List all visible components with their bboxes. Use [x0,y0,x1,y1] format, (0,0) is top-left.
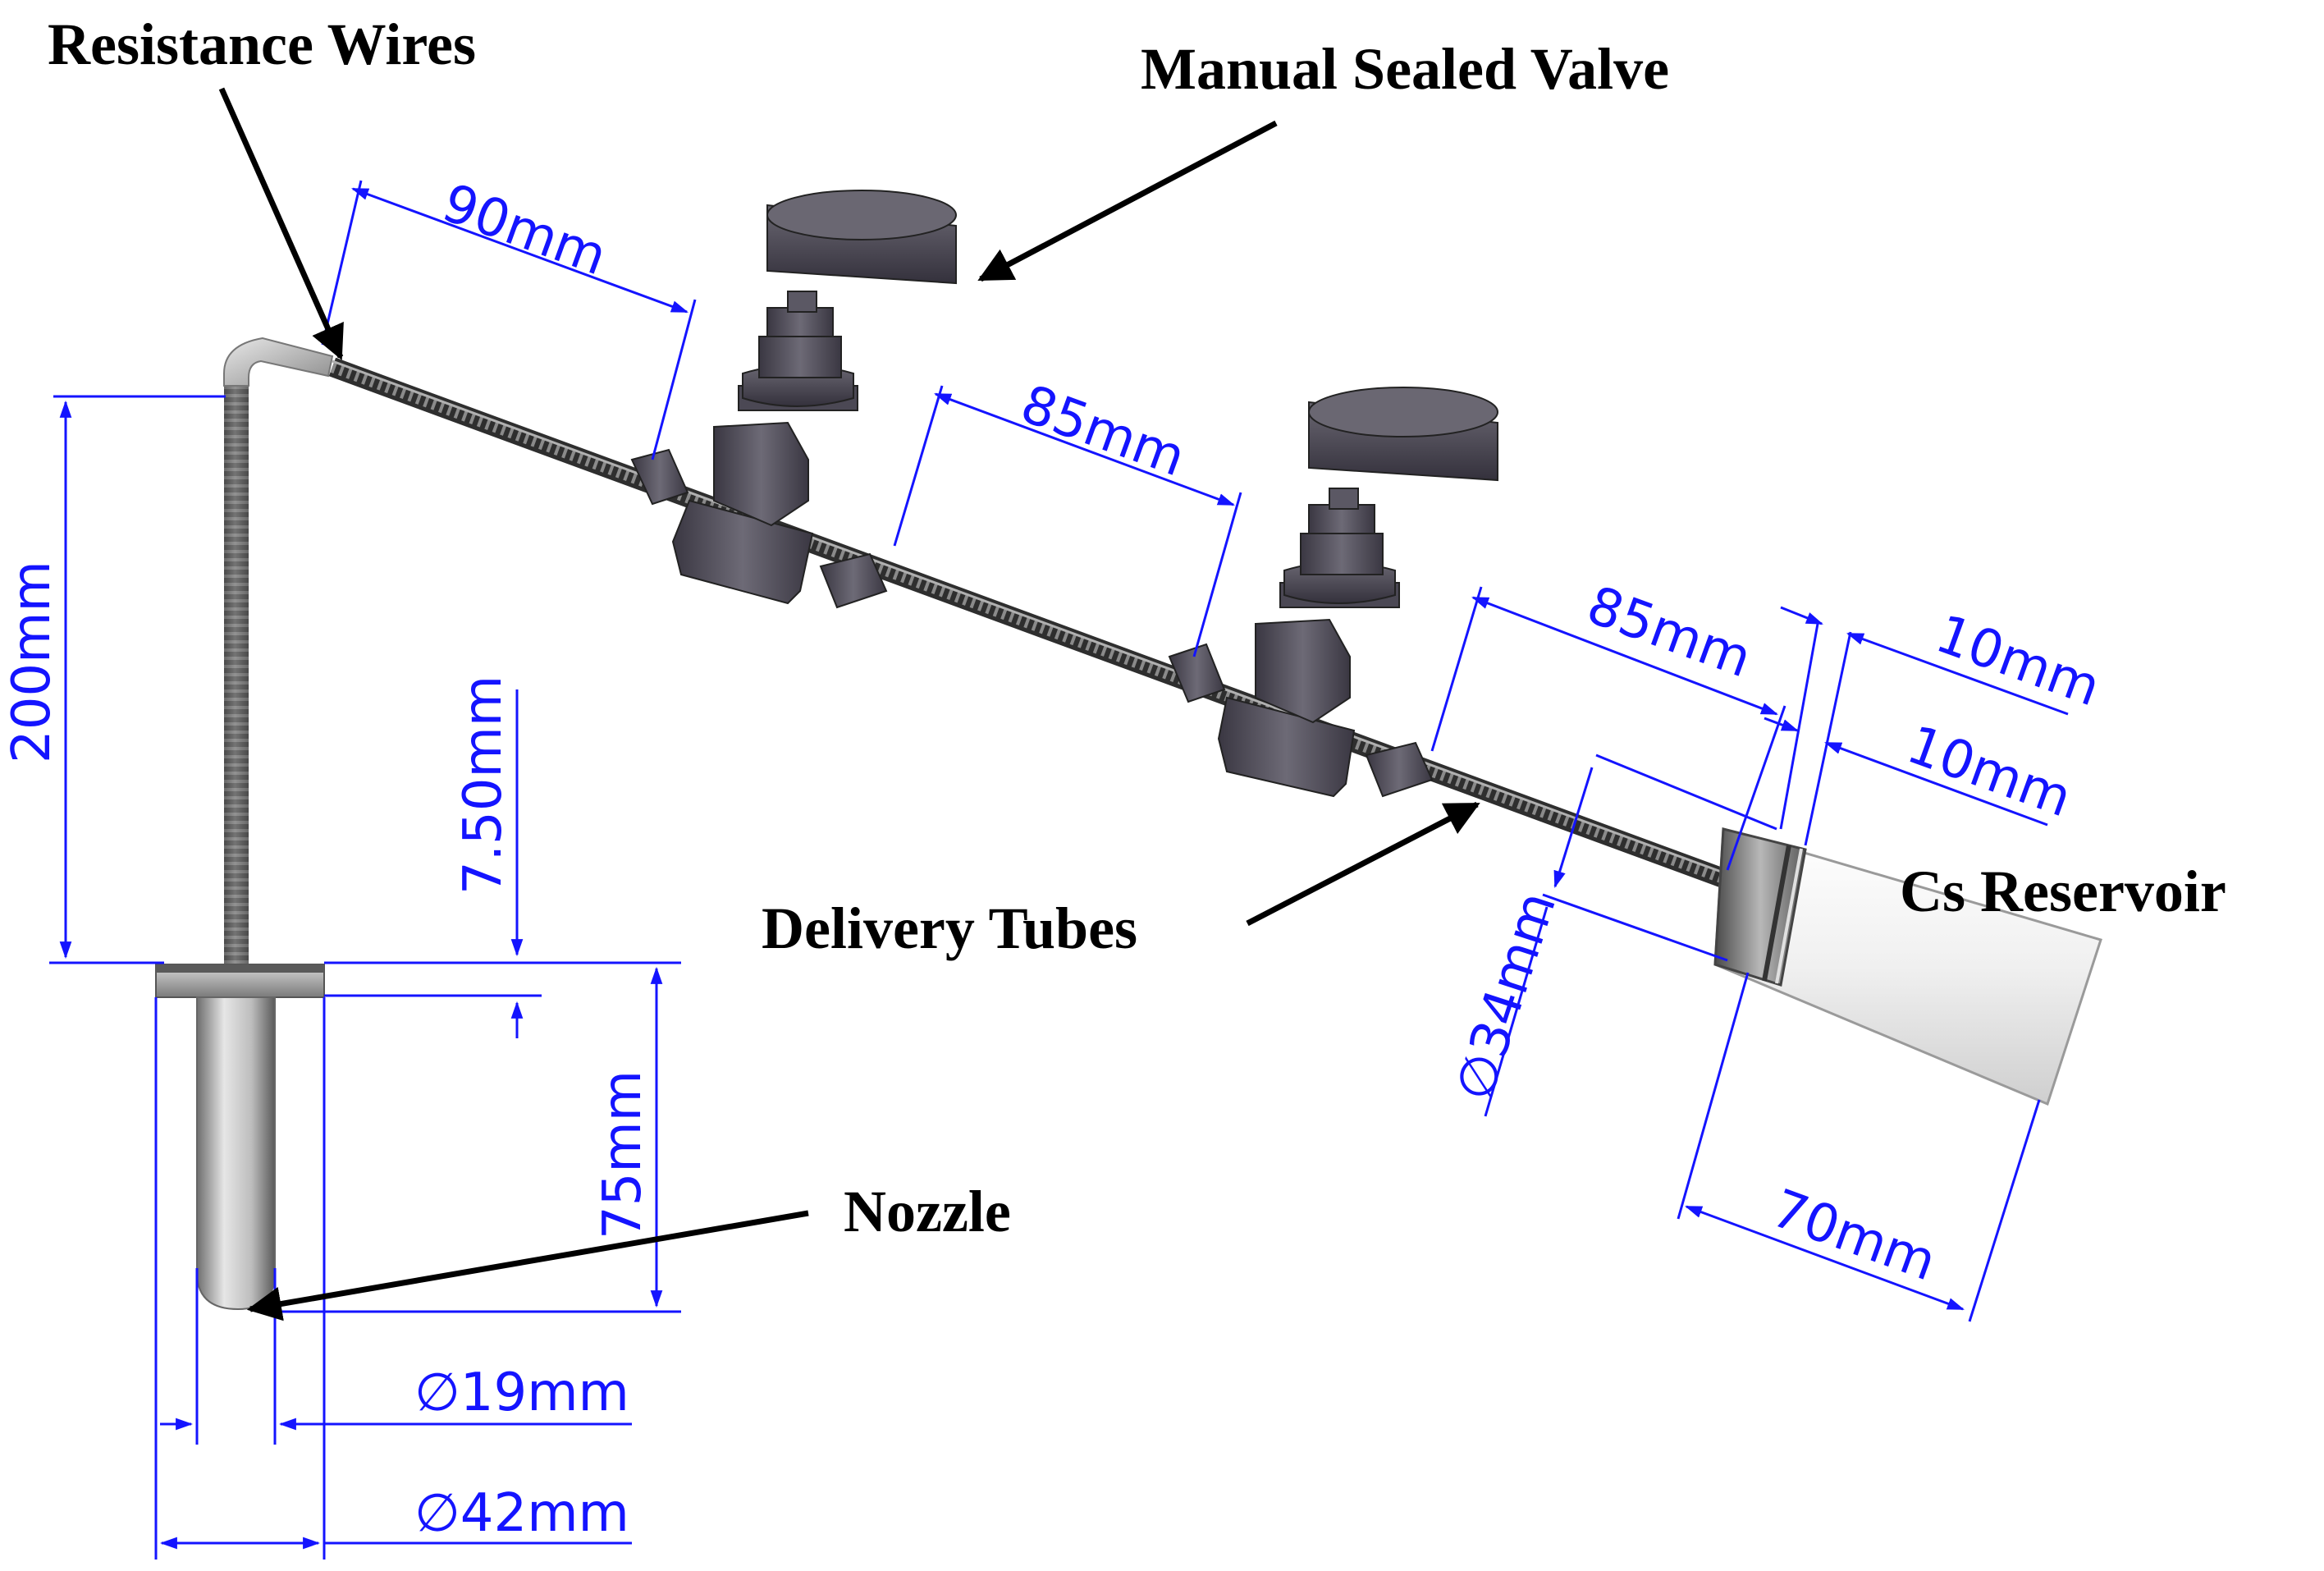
delivery-tube-diagonal [328,357,1727,888]
delivery-tubes-leader [1246,801,1480,927]
nozzle-label: Nozzle [844,1179,1011,1244]
dimension-value-42mm: 42mm [460,1483,629,1544]
dimension-label-75mm: 75mm [592,1070,653,1239]
dimension-10mm-upper [1779,606,2069,846]
manual-sealed-valve-2 [1168,387,1498,798]
resistance-wires-leader [218,87,344,360]
vertical-resistance-wire-tube [224,386,249,969]
dimension-value-19mm: 19mm [460,1363,629,1423]
dimension-label-85mm-between-valves: 85mm [1013,373,1193,488]
dimension-200mm [49,395,226,964]
diameter-symbol: ∅ [414,1483,460,1544]
dimension-diameter-42mm [154,997,632,1560]
nozzle-flange [155,964,325,998]
dimension-7-50mm [324,689,542,1038]
dimension-70mm [1677,972,2041,1322]
delivery-tubes-label: Delivery Tubes [762,895,1137,961]
dimension-label-diameter-42mm: ∅42mm [414,1483,629,1544]
resistance-wires-label: Resistance Wires [48,11,476,77]
dimension-90mm [321,180,697,460]
dimension-label-10mm-lower: 10mm [1900,714,2079,829]
cs-reservoir-cylinder [1713,827,2102,1106]
nozzle-leader [246,1210,809,1321]
dimension-diameter-34mm [1484,753,1777,1117]
dimension-85mm-between-valves [893,385,1242,657]
cs-reservoir-label: Cs Reservoir [1900,859,2226,924]
dimension-label-90mm: 90mm [435,172,615,287]
manual-sealed-valve-leader [977,120,1278,282]
dimension-75mm [263,961,681,1313]
manual-sealed-valve-1 [630,190,957,609]
dimension-label-10mm-upper: 10mm [1928,603,2108,718]
dimension-label-200mm: 200mm [2,561,62,763]
dimension-85mm-to-reservoir [1430,586,1786,871]
dimension-10mm-lower [1764,717,2048,827]
manual-sealed-valve-label: Manual Sealed Valve [1141,36,1669,102]
diameter-symbol: ∅ [414,1363,460,1423]
dimension-label-diameter-34mm: ∅34mm [1444,885,1568,1108]
dimension-value-34mm: 34mm [1458,885,1568,1065]
dimension-label-7-50mm: 7.50mm [453,676,514,895]
tube-bend-elbow [223,337,334,387]
nozzle-body [196,996,276,1311]
dimension-label-70mm: 70mm [1764,1178,1944,1293]
dimension-label-diameter-19mm: ∅19mm [414,1363,629,1423]
